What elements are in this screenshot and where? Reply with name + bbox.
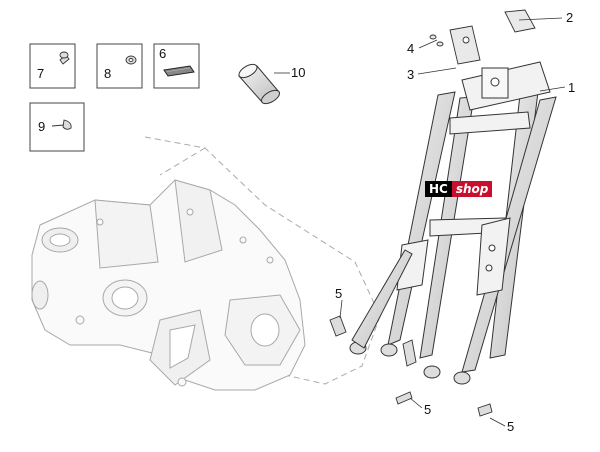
callout-9: 9 (38, 119, 45, 134)
spacer-tube-part[interactable]: 10 (237, 62, 306, 107)
shop-watermark-badge: HC shop (425, 181, 493, 197)
callout-10: 10 (291, 65, 305, 80)
leader-lines (339, 17, 566, 427)
callout-8: 8 (104, 66, 111, 81)
callout-7: 7 (37, 66, 44, 81)
callout-5-right: 5 (507, 419, 514, 434)
nut-icon (125, 55, 137, 65)
main-frame-ghost (31, 136, 381, 391)
bolt-icon (59, 51, 70, 65)
part-box-6[interactable]: 6 (153, 43, 200, 89)
part-box-8[interactable]: 8 (96, 43, 143, 89)
callout-6: 6 (159, 46, 166, 61)
upper-bracket-hardware[interactable] (429, 9, 536, 65)
callout-5-middle: 5 (424, 402, 431, 417)
watermark-hc: HC (425, 181, 452, 197)
clip-icon (51, 119, 72, 130)
callout-4: 4 (407, 41, 414, 56)
pad-icon (163, 65, 195, 77)
part-box-7[interactable]: 7 (29, 43, 76, 89)
callout-3: 3 (407, 67, 414, 82)
callout-2: 2 (566, 10, 573, 25)
callout-1: 1 (568, 80, 575, 95)
rear-subframe-part[interactable] (349, 61, 557, 385)
mounting-bolts[interactable] (329, 315, 493, 417)
part-box-9[interactable]: 9 (29, 102, 85, 152)
callout-5-left: 5 (335, 286, 342, 301)
watermark-shop: shop (451, 181, 493, 197)
